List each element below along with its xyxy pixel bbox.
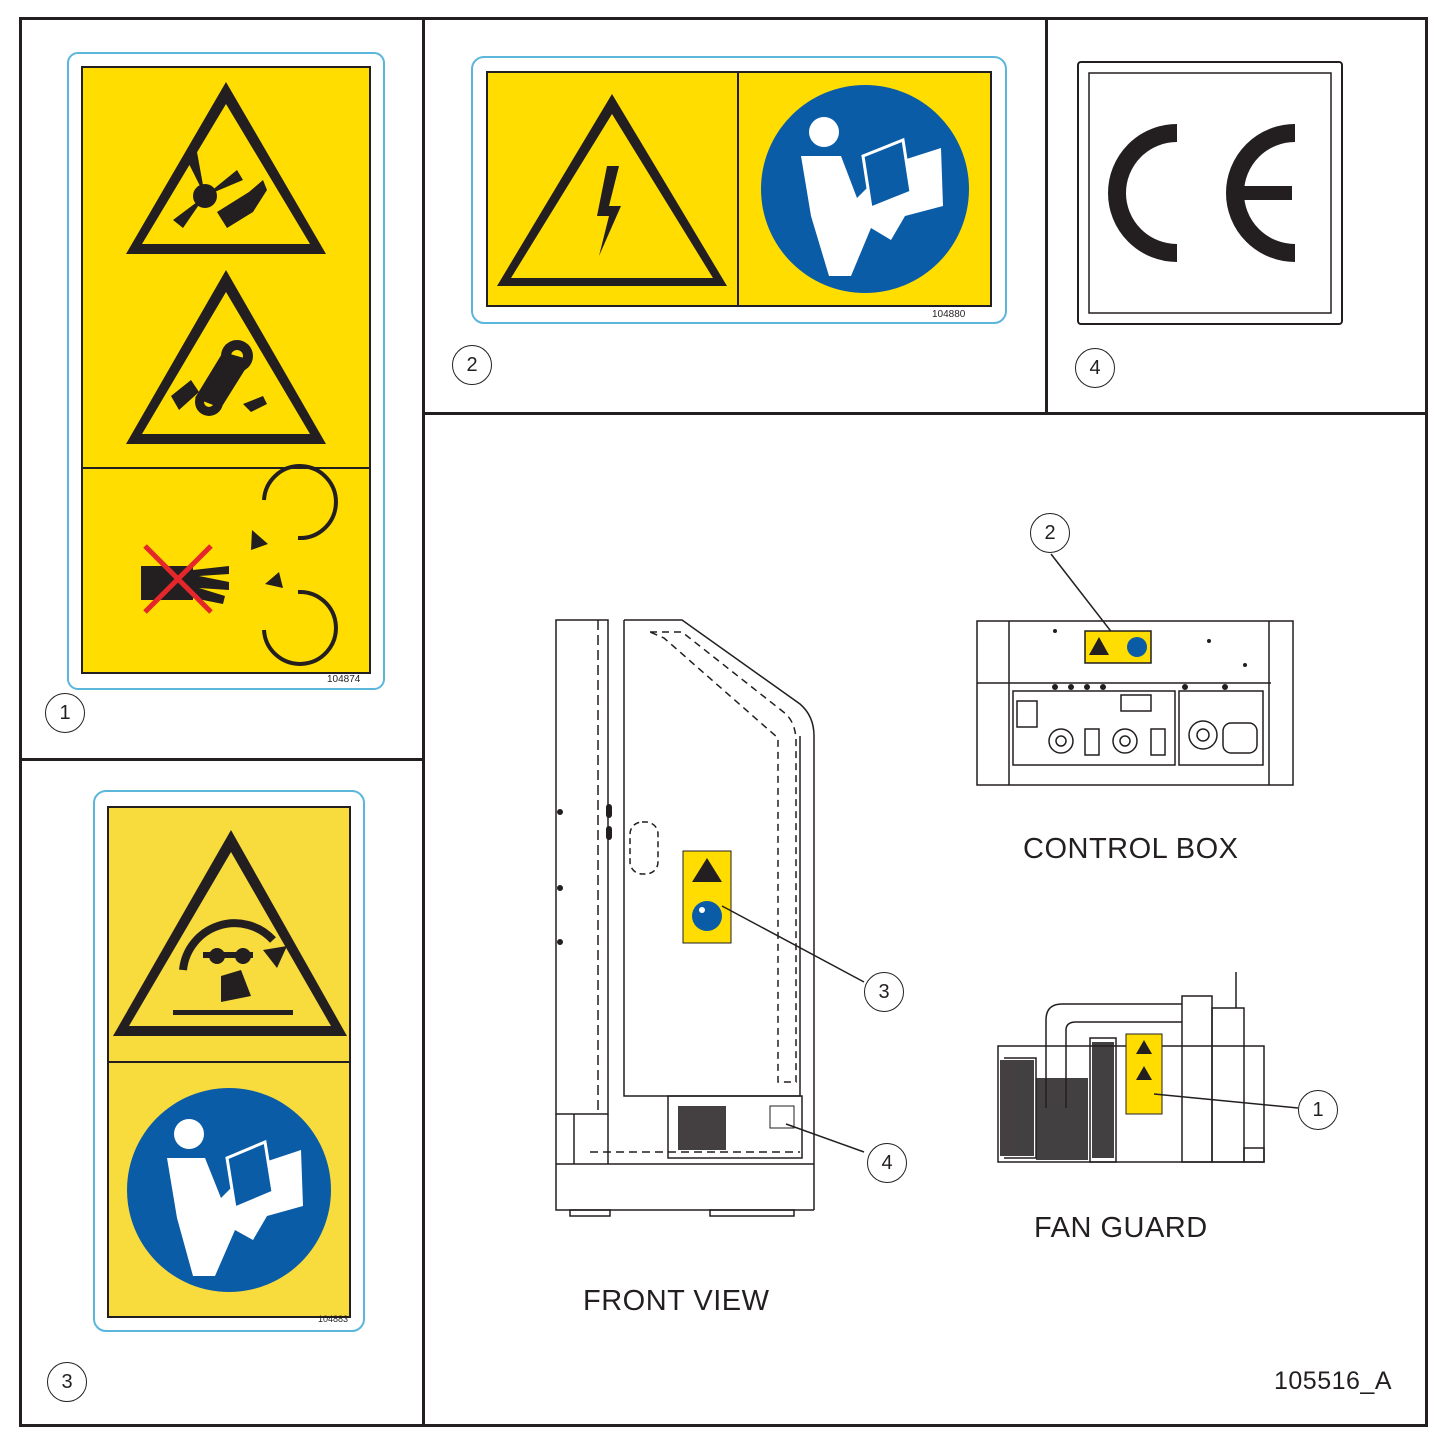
decal-104874: [67, 52, 385, 690]
fan-guard-callout-1: 1: [1298, 1090, 1338, 1130]
panel-locations: [422, 412, 1428, 1427]
belt-drive-entanglement-icon: [126, 270, 326, 444]
front-view-drawing: [555, 619, 865, 1217]
fan-guard-drawing: [997, 972, 1299, 1163]
control-box-label: CONTROL BOX: [1023, 833, 1239, 865]
read-manual-icon: [127, 1088, 331, 1292]
decal-104883: [93, 790, 365, 1332]
rotating-fan-hazard-icon: [113, 830, 347, 1036]
part-number-2: 104880: [932, 309, 966, 320]
control-box-callout-2: 2: [1030, 513, 1070, 553]
front-view-label: FRONT VIEW: [583, 1285, 770, 1317]
decal-ce: [1077, 61, 1343, 325]
fan-guard-label: FAN GUARD: [1034, 1212, 1208, 1244]
figure-id: 105516_A: [1274, 1367, 1393, 1395]
electrical-hazard-icon: [497, 94, 727, 286]
fan-blade-entanglement-icon: [126, 82, 326, 254]
front-callout-4: 4: [867, 1143, 907, 1183]
control-box-drawing: [976, 553, 1294, 786]
ce-mark-icon: [1108, 124, 1296, 262]
front-callout-3: 3: [864, 972, 904, 1012]
callout-4: 4: [1075, 348, 1115, 388]
part-number-1: 104874: [327, 674, 361, 685]
no-hand-rotating-parts-icon: [141, 464, 338, 666]
callout-2: 2: [452, 345, 492, 385]
part-number-3: 104883: [318, 1314, 349, 1324]
read-manual-icon: [761, 85, 969, 293]
callout-1: 1: [45, 693, 85, 733]
callout-3: 3: [47, 1362, 87, 1402]
decal-104880: [471, 56, 1007, 324]
